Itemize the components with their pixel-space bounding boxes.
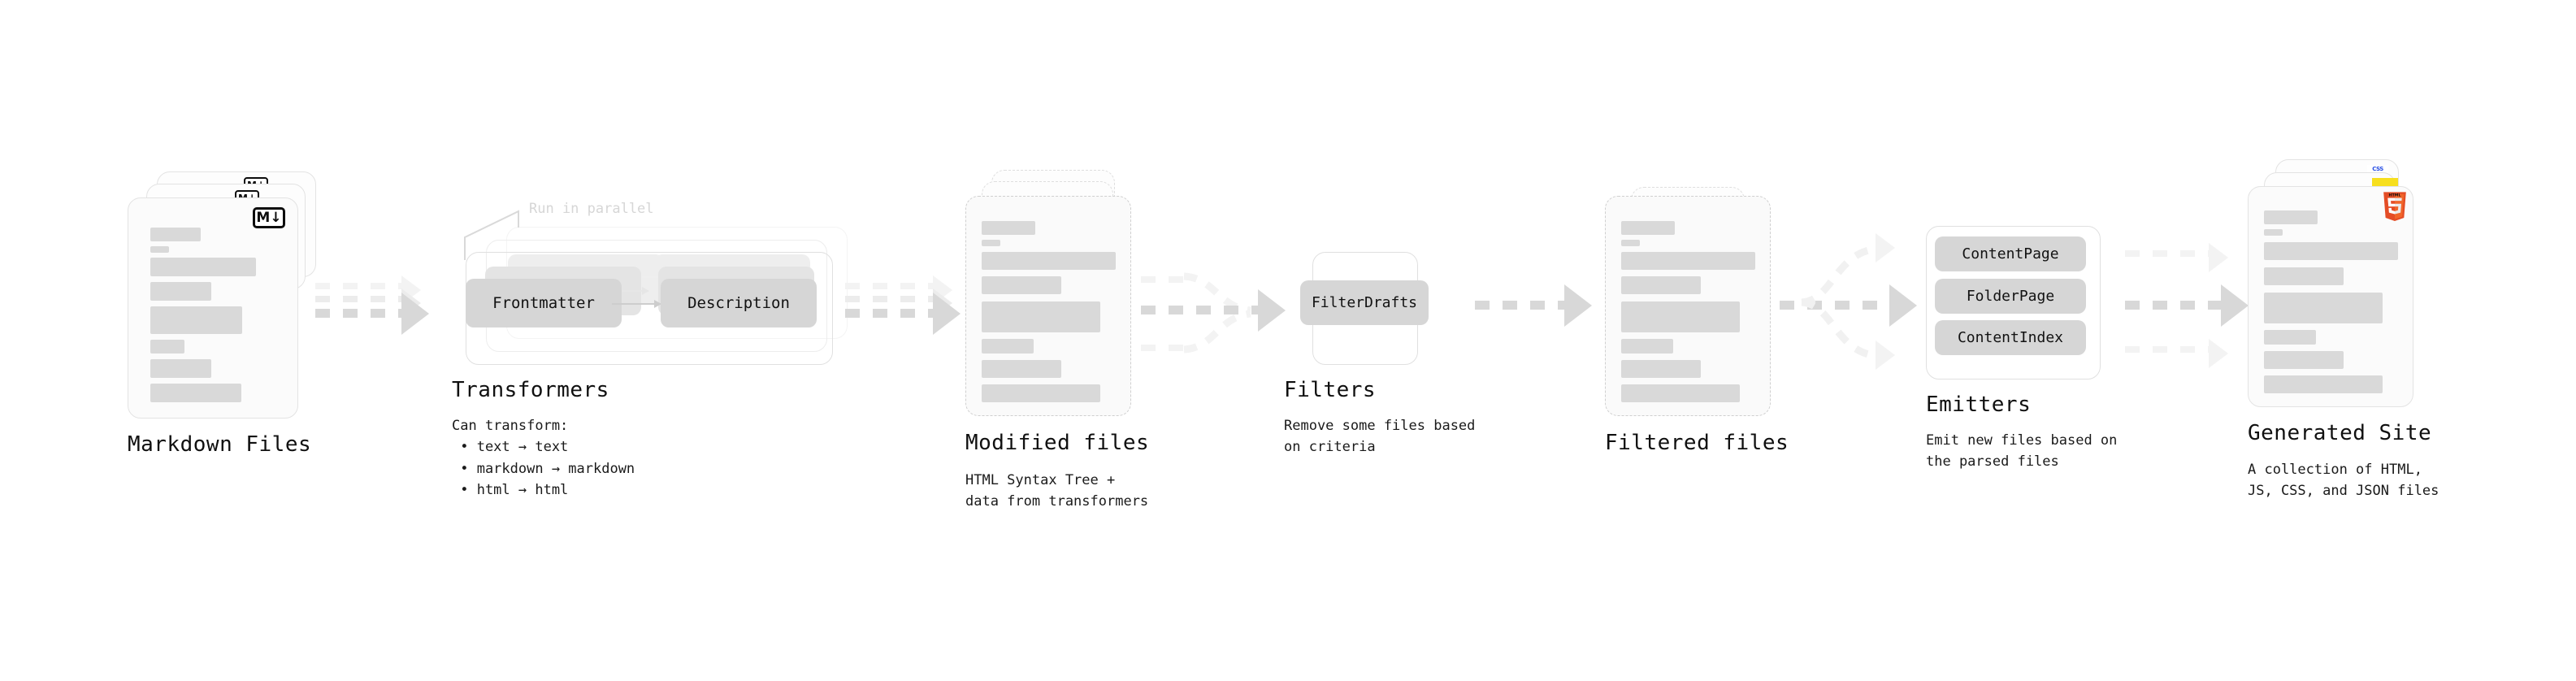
transformer-inner-arrow: [609, 287, 649, 295]
doc-line: [1621, 301, 1740, 332]
doc-line: [150, 384, 241, 402]
emitters-desc: Emit new files based on the parsed files: [1926, 432, 2118, 471]
chip-frontmatter[interactable]: Frontmatter: [466, 279, 622, 327]
doc-line: [1621, 252, 1755, 270]
doc-line: [1621, 339, 1673, 354]
run-in-parallel-bracket: [464, 210, 519, 260]
modified-files-desc: HTML Syntax Tree + data from transformer…: [965, 472, 1149, 510]
doc-line: [2264, 210, 2318, 224]
doc-line: [982, 339, 1034, 354]
doc-line: [2264, 267, 2344, 285]
chip-description[interactable]: Description: [661, 279, 817, 327]
doc-line: [2264, 351, 2344, 369]
transformer-inner-arrow: [612, 300, 661, 308]
doc-line: [2264, 375, 2383, 393]
doc-line: [2264, 330, 2316, 345]
markdown-files-title: Markdown Files: [128, 432, 312, 457]
doc-line: [150, 258, 256, 276]
markdown-badge-front: M↓: [253, 207, 285, 228]
doc-line: [150, 228, 201, 241]
doc-line: [982, 301, 1100, 332]
modified-files-title: Modified files: [965, 431, 1150, 455]
doc-line: [1621, 384, 1740, 402]
generated-site-title: Generated Site: [2248, 421, 2432, 445]
flow-curve: [1183, 272, 1251, 354]
chip-contentpage[interactable]: ContentPage: [1935, 236, 2086, 271]
transformers-desc: Can transform: • text → text • markdown …: [452, 418, 635, 499]
chip-contentindex[interactable]: ContentIndex: [1935, 320, 2086, 355]
doc-line: [982, 240, 1000, 246]
doc-line: [982, 221, 1035, 235]
doc-line: [982, 252, 1116, 270]
doc-line: [2264, 293, 2383, 323]
run-in-parallel-label: Run in parallel: [529, 201, 654, 217]
doc-line: [150, 306, 242, 334]
doc-line: [2264, 242, 2398, 260]
doc-line: [1621, 276, 1701, 294]
emitters-title: Emitters: [1926, 393, 2032, 417]
filters-title: Filters: [1284, 378, 1377, 402]
doc-line: [150, 246, 169, 253]
emitters-box: [1926, 226, 2101, 380]
html5-icon: HTML: [2383, 192, 2406, 221]
doc-line: [1621, 221, 1675, 235]
flow-curve: [1801, 245, 1879, 360]
doc-line: [2264, 229, 2283, 236]
doc-line: [982, 360, 1061, 378]
generated-site-desc: A collection of HTML, JS, CSS, and JSON …: [2248, 462, 2439, 500]
doc-line: [150, 282, 211, 301]
doc-line: [150, 359, 211, 378]
transformers-title: Transformers: [452, 378, 609, 402]
doc-line: [982, 384, 1100, 402]
filtered-files-title: Filtered files: [1605, 431, 1789, 455]
doc-line: [1621, 240, 1640, 246]
filters-desc: Remove some files based on criteria: [1284, 418, 1476, 456]
doc-line: [1621, 360, 1701, 378]
doc-line: [982, 276, 1061, 294]
chip-filterdrafts[interactable]: FilterDrafts: [1300, 280, 1429, 325]
doc-line: [150, 340, 184, 354]
svg-text:HTML: HTML: [2388, 193, 2400, 198]
chip-folderpage[interactable]: FolderPage: [1935, 279, 2086, 314]
